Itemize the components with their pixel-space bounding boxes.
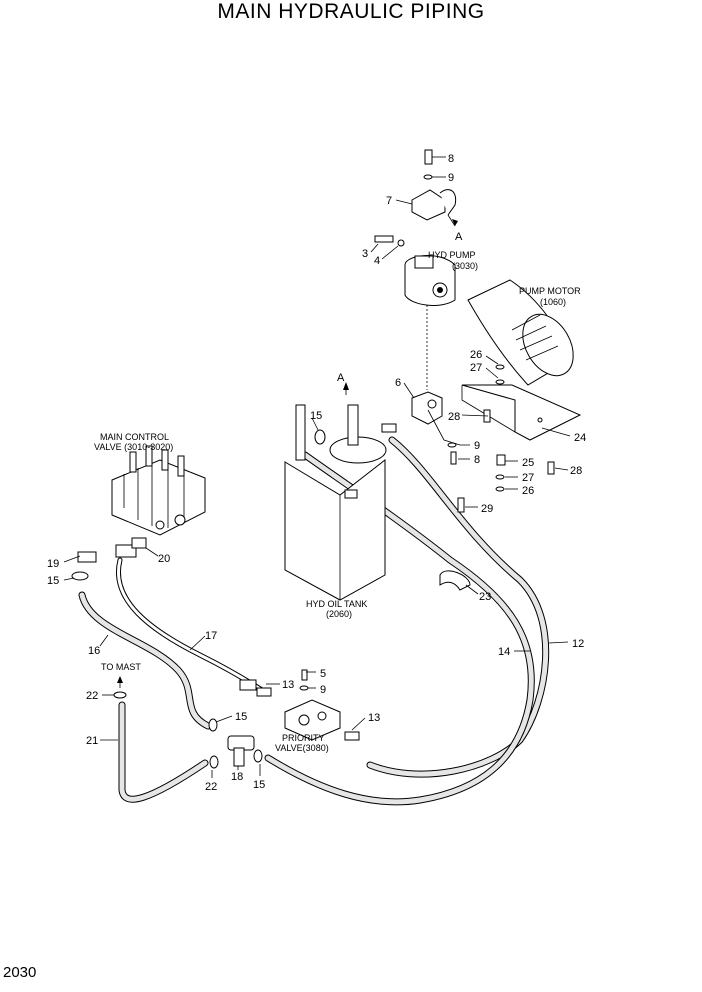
caption-pump-motor-ref: (1060) — [540, 297, 566, 307]
callout-15: 15 — [310, 410, 322, 422]
caption-hyd-pump: HYD PUMP — [428, 250, 476, 260]
callout-22: 22 — [205, 781, 217, 793]
pump-motor — [467, 279, 574, 386]
callout-14: 14 — [498, 646, 510, 658]
hydraulic-oil-tank — [284, 404, 387, 601]
callout-4: 4 — [374, 255, 380, 267]
callout-15: 15 — [253, 779, 265, 791]
caption-to-mast: TO MAST — [101, 662, 141, 672]
arrow-a-top — [447, 214, 458, 227]
caption-main-control-valve: MAIN CONTROL — [100, 432, 169, 442]
arrow-a-tank — [343, 382, 349, 395]
callout-28: 28 — [448, 411, 460, 423]
caption-hyd-oil-tank: HYD OIL TANK — [306, 599, 367, 609]
callout-26: 26 — [470, 349, 482, 361]
callout-12: 12 — [572, 638, 584, 650]
callout-27: 27 — [470, 362, 482, 374]
caption-priority-valve-ref: VALVE(3080) — [275, 743, 329, 753]
callout-15: 15 — [235, 711, 247, 723]
caption-priority-valve: PRIORITY — [282, 733, 325, 743]
callout-26: 26 — [522, 485, 534, 497]
elbow-fitting — [411, 189, 457, 221]
caption-pump-motor: PUMP MOTOR — [519, 286, 581, 296]
leader-lines — [63, 156, 571, 778]
page-title: MAIN HYDRAULIC PIPING — [217, 0, 485, 23]
motor-bracket — [461, 384, 582, 441]
tube-17 — [116, 557, 271, 697]
callout-6: 6 — [395, 377, 401, 389]
callout-22: 22 — [86, 690, 98, 702]
page-number: 2030 — [3, 964, 37, 981]
caption-hyd-pump-ref: (3030) — [452, 261, 478, 271]
callout-7: 7 — [386, 195, 392, 207]
callout-9: 9 — [448, 172, 454, 184]
callout-8: 8 — [448, 153, 454, 165]
callout-13: 13 — [282, 679, 294, 691]
callout-16: 16 — [88, 645, 100, 657]
caption-arrow-a-top: A — [455, 231, 463, 243]
callout-8: 8 — [474, 454, 480, 466]
hose-clamp — [439, 570, 471, 591]
callout-20: 20 — [158, 553, 170, 565]
callout-25: 25 — [522, 457, 534, 469]
pressure-block — [411, 391, 443, 425]
callout-19: 19 — [47, 558, 59, 570]
callout-15: 15 — [47, 575, 59, 587]
hose-12 — [366, 436, 550, 778]
callout-27: 27 — [522, 472, 534, 484]
hose-21 — [118, 701, 209, 803]
hose-14 — [264, 451, 535, 806]
caption-hyd-oil-tank-ref: (2060) — [326, 609, 352, 619]
caption-main-control-valve-ref: VALVE (3010-3020) — [94, 442, 173, 452]
hose-16 — [78, 591, 212, 730]
callout-5: 5 — [320, 668, 326, 680]
hydraulic-pump — [404, 255, 456, 390]
tee-fitting — [227, 735, 255, 767]
callout-29: 29 — [481, 503, 493, 515]
arrow-to-mast — [117, 676, 123, 688]
callout-17: 17 — [205, 630, 217, 642]
callout-13: 13 — [368, 712, 380, 724]
callout-21: 21 — [86, 735, 98, 747]
callout-3: 3 — [362, 248, 368, 260]
callout-9: 9 — [320, 684, 326, 696]
callout-24: 24 — [574, 432, 586, 444]
callout-28: 28 — [570, 465, 582, 477]
main-control-valve — [111, 445, 206, 536]
callout-18: 18 — [231, 771, 243, 783]
callout-23: 23 — [479, 591, 491, 603]
callout-9: 9 — [474, 440, 480, 452]
priority-valve — [284, 699, 341, 741]
caption-arrow-a-tank: A — [337, 372, 345, 384]
